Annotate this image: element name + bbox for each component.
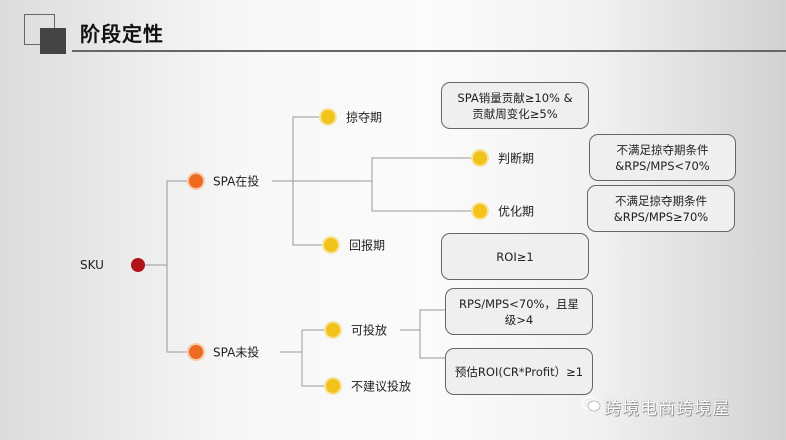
- title-decoration-filled-square: [40, 28, 66, 54]
- return-condition-text: ROI≥1: [496, 249, 534, 264]
- spa-inactive-label: SPA未投: [213, 345, 260, 360]
- launch-condition-b-text: 预估ROI(CR*Profit）≥1: [454, 364, 584, 379]
- launch-condition-a-text: RPS/MPS<70%，且星级>4: [459, 296, 579, 327]
- optimize-condition-line1: 不满足掠夺期条件: [615, 193, 707, 208]
- title-underline: [72, 50, 786, 52]
- spa-active-dot: [189, 174, 203, 188]
- judge-condition-box: 不满足掠夺期条件&RPS/MPS<70%: [589, 134, 736, 181]
- judge-stage-label: 判断期: [498, 151, 535, 166]
- not-recommended-label: 不建议投放: [351, 379, 412, 394]
- optimize-condition-line2: &RPS/MPS≥70%: [613, 209, 709, 224]
- watermark-text: 跨境电商跨境屋: [604, 399, 730, 419]
- spa-inactive-dot: [189, 345, 203, 359]
- can-launch-label: 可投放: [351, 323, 388, 338]
- launch-condition-b-box: 预估ROI(CR*Profit）≥1: [445, 348, 593, 395]
- plunder-condition-text: SPA销量贡献≥10% & 贡献周变化≥5%: [457, 90, 573, 121]
- wechat-icon: [581, 396, 601, 412]
- judge-condition-line2: &RPS/MPS<70%: [615, 158, 710, 173]
- root-label: SKU: [80, 258, 104, 272]
- launch-condition-a-box: RPS/MPS<70%，且星级>4: [445, 288, 593, 335]
- page-title: 阶段定性: [80, 22, 164, 46]
- return-stage-dot: [324, 238, 338, 252]
- return-stage-label: 回报期: [349, 238, 386, 253]
- can-launch-dot: [326, 323, 340, 337]
- judge-condition-line1: 不满足掠夺期条件: [616, 142, 709, 157]
- plunder-stage-dot: [321, 110, 335, 124]
- judge-stage-dot: [473, 151, 487, 165]
- not-recommended-dot: [326, 379, 340, 393]
- spa-active-label: SPA在投: [213, 174, 260, 189]
- optimize-stage-dot: [473, 204, 487, 218]
- optimize-condition-box: 不满足掠夺期条件&RPS/MPS≥70%: [587, 185, 735, 232]
- root-node-dot: [131, 258, 145, 272]
- optimize-stage-label: 优化期: [498, 204, 535, 219]
- plunder-stage-label: 掠夺期: [346, 110, 383, 125]
- plunder-condition-box: SPA销量贡献≥10% & 贡献周变化≥5%: [441, 82, 589, 129]
- return-condition-box: ROI≥1: [441, 233, 589, 280]
